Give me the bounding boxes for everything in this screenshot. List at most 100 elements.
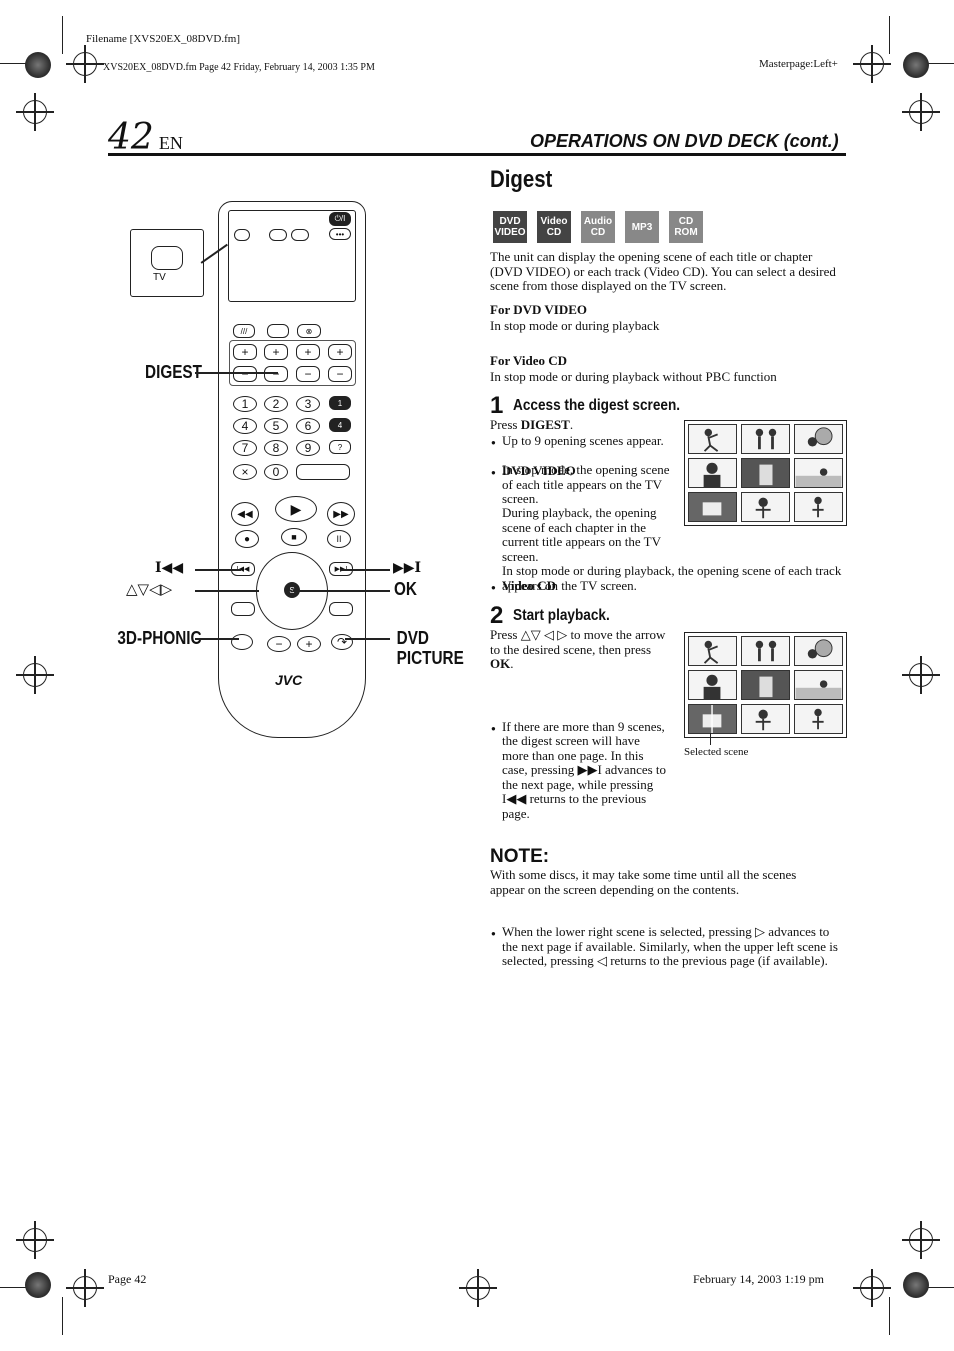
digit-7-button[interactable]: 7: [233, 440, 257, 456]
scene-thumbnail: [688, 636, 737, 666]
digit-2-button[interactable]: 2: [264, 396, 288, 412]
header-rule: [108, 153, 846, 156]
digit-0-button[interactable]: 0: [264, 464, 288, 480]
registration-mark: [902, 1221, 940, 1259]
scene-thumbnail: [794, 636, 843, 666]
plus-button[interactable]: +: [328, 344, 352, 360]
remote-button[interactable]: ?: [329, 440, 351, 454]
step1-bullet-1: Up to 9 opening scenes appear.: [491, 433, 954, 449]
cancel-button[interactable]: ×: [233, 464, 257, 480]
plus-button[interactable]: +: [297, 636, 321, 652]
remote-button[interactable]: 1: [329, 396, 351, 410]
page-title: Digest: [490, 166, 553, 193]
registration-mark: [459, 1269, 497, 1307]
minus-button[interactable]: −: [267, 636, 291, 652]
scene-thumbnail: [688, 670, 737, 700]
remote-button[interactable]: [267, 324, 289, 338]
scene-thumbnail: [794, 670, 843, 700]
rewind-button[interactable]: ◀◀: [231, 502, 259, 526]
plus-button[interactable]: +: [264, 344, 288, 360]
remote-button[interactable]: [329, 602, 353, 616]
fileinfo-text: XVS20EX_08DVD.fm Page 42 Friday, Februar…: [103, 62, 375, 73]
for-vcd-label: For Video CD: [490, 353, 568, 368]
step1-dvd-text-1: In stop mode, the opening scene of each …: [502, 462, 670, 506]
ok-label: OK: [394, 579, 417, 599]
crop-mark: [889, 16, 890, 54]
filename-text: Filename [XVS20EX_08DVD.fm]: [86, 33, 240, 45]
note-text: With some discs, it may take some time u…: [490, 867, 797, 897]
play-button[interactable]: ▶: [275, 496, 317, 522]
note-heading: NOTE:: [490, 846, 550, 867]
dvd-picture-pointer: [345, 638, 390, 640]
plus-button[interactable]: +: [296, 344, 320, 360]
record-button[interactable]: ●: [235, 530, 259, 548]
badge-cd-rom: CD ROM: [669, 211, 703, 243]
digit-5-button[interactable]: 5: [264, 418, 288, 434]
digit-4-button[interactable]: 4: [233, 418, 257, 434]
remote-button[interactable]: [231, 602, 255, 616]
page-number-block: 42 EN: [108, 117, 183, 158]
next-pointer: [340, 569, 390, 571]
scene-thumbnail: [688, 704, 737, 734]
intro-text: The unit can display the opening scene o…: [490, 249, 836, 293]
for-vcd-text: In stop mode or during playback without …: [490, 369, 777, 384]
fast-forward-button[interactable]: ▶▶: [327, 502, 355, 526]
step2-press: Press △▽ ◁ ▷ to move the arrow to the de…: [490, 627, 666, 671]
step1-press: Press DIGEST.: [490, 417, 574, 432]
crop-mark: [889, 1297, 890, 1335]
mode-button[interactable]: ///: [233, 324, 255, 338]
for-dvd-text: In stop mode or during playback: [490, 318, 660, 333]
mute-button[interactable]: ⊗: [297, 324, 321, 338]
scene-thumbnail: [794, 492, 843, 522]
step1-vcd-text: In stop mode or during playback, the ope…: [502, 563, 842, 593]
3d-phonic-button[interactable]: [231, 634, 253, 650]
tv-switch[interactable]: [234, 229, 250, 241]
digit-9-button[interactable]: 9: [296, 440, 320, 456]
digest-button[interactable]: −: [264, 366, 288, 382]
stop-button[interactable]: ■: [281, 528, 307, 546]
remote-top-button[interactable]: [269, 229, 287, 241]
crop-mark: [0, 1287, 44, 1288]
remote-top-button[interactable]: [291, 229, 309, 241]
scene-thumbnail: [741, 458, 790, 488]
dvd-picture-label: DVD PICTURE: [396, 628, 464, 668]
remote-button[interactable]: 4: [329, 418, 351, 432]
scene-thumbnail: [794, 424, 843, 454]
footer-date: February 14, 2003 1:19 pm: [693, 1272, 824, 1286]
minus-button[interactable]: −: [296, 366, 320, 382]
crop-mark: [910, 1287, 954, 1288]
digit-6-button[interactable]: 6: [296, 418, 320, 434]
registration-mark: [66, 45, 104, 83]
digit-1-button[interactable]: 1: [233, 396, 257, 412]
3d-phonic-pointer: [195, 638, 239, 640]
registration-mark: [16, 1221, 54, 1259]
prev-label: I◀◀: [155, 560, 184, 576]
page-lang: EN: [158, 133, 183, 153]
digit-3-button[interactable]: 3: [296, 396, 320, 412]
menu-button[interactable]: •••: [329, 228, 351, 240]
tv-switch-callout: TV: [130, 229, 204, 297]
digit-8-button[interactable]: 8: [264, 440, 288, 456]
plus-button[interactable]: +: [233, 344, 257, 360]
3d-phonic-label: 3D-PHONIC: [117, 628, 202, 648]
power-button[interactable]: ⏻/I: [329, 212, 351, 226]
dvd-picture-button[interactable]: ↷: [331, 634, 353, 650]
minus-button[interactable]: −: [328, 366, 352, 382]
page-number: 42: [108, 117, 154, 158]
crop-mark: [62, 1297, 63, 1335]
step1-heading: Access the digest screen.: [513, 397, 681, 414]
badge-dvd-video: DVD VIDEO: [493, 211, 527, 243]
badge-audio-cd: Audio CD: [581, 211, 615, 243]
registration-mark: [16, 656, 54, 694]
digest-screen-image: [684, 420, 847, 526]
registration-mark: [853, 45, 891, 83]
minus-button[interactable]: −: [233, 366, 257, 382]
remote-button[interactable]: [296, 464, 350, 480]
step2-bullet-2: When the lower right scene is selected, …: [491, 924, 844, 969]
scene-thumbnail: [688, 492, 737, 522]
footer-page: Page 42: [108, 1272, 147, 1286]
digest-pointer: [195, 372, 278, 374]
pause-button[interactable]: II: [327, 530, 351, 548]
registration-dot: [25, 1272, 51, 1298]
scene-thumbnail: [741, 704, 790, 734]
